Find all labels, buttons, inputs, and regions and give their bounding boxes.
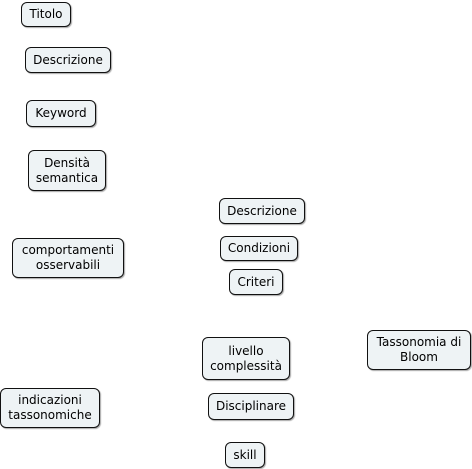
node-indicazioni-tassonomiche[interactable]: indicazioni tassonomiche [0, 388, 100, 428]
node-livello-complessita[interactable]: livello complessità [202, 337, 290, 380]
node-criteri[interactable]: Criteri [229, 269, 283, 295]
node-titolo[interactable]: Titolo [21, 2, 71, 27]
node-tassonomia-di-bloom[interactable]: Tassonomia di Bloom [367, 330, 471, 370]
node-descrizione-1[interactable]: Descrizione [25, 47, 111, 73]
node-disciplinare[interactable]: Disciplinare [208, 393, 294, 420]
node-condizioni[interactable]: Condizioni [220, 236, 298, 261]
node-keyword[interactable]: Keyword [26, 100, 96, 127]
node-skill[interactable]: skill [225, 442, 265, 468]
node-descrizione-2[interactable]: Descrizione [219, 198, 305, 224]
node-densita-semantica[interactable]: Densità semantica [28, 150, 106, 191]
node-comportamenti-osservabili[interactable]: comportamenti osservabili [12, 238, 124, 278]
